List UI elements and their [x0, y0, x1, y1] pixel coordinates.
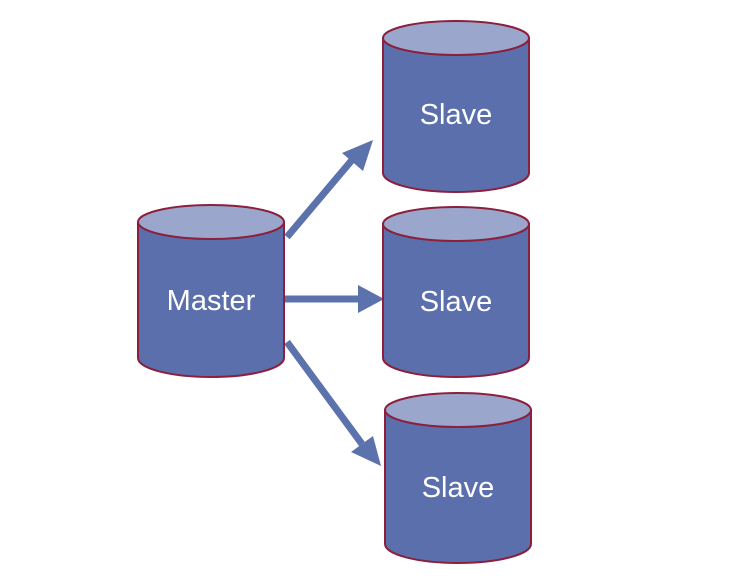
slave-3-label: Slave — [422, 472, 495, 504]
slave-1-cylinder-top — [382, 20, 530, 56]
slave-3-cylinder-top — [384, 392, 532, 428]
slave-2-cylinder-top — [382, 206, 530, 242]
slave-database-cylinder-3: Slave — [384, 392, 532, 564]
master-database-cylinder: Master — [137, 204, 285, 378]
arrow-master-to-slave-2 — [285, 285, 384, 313]
master-cylinder-top — [137, 204, 285, 240]
slave-database-cylinder-1: Slave — [382, 20, 530, 193]
slave-2-label: Slave — [420, 286, 493, 318]
slave-database-cylinder-2: Slave — [382, 206, 530, 378]
slave-1-label: Slave — [420, 99, 493, 131]
arrow-master-to-slave-3 — [284, 339, 381, 466]
master-label: Master — [167, 285, 256, 317]
arrow-master-to-slave-1 — [284, 140, 373, 240]
